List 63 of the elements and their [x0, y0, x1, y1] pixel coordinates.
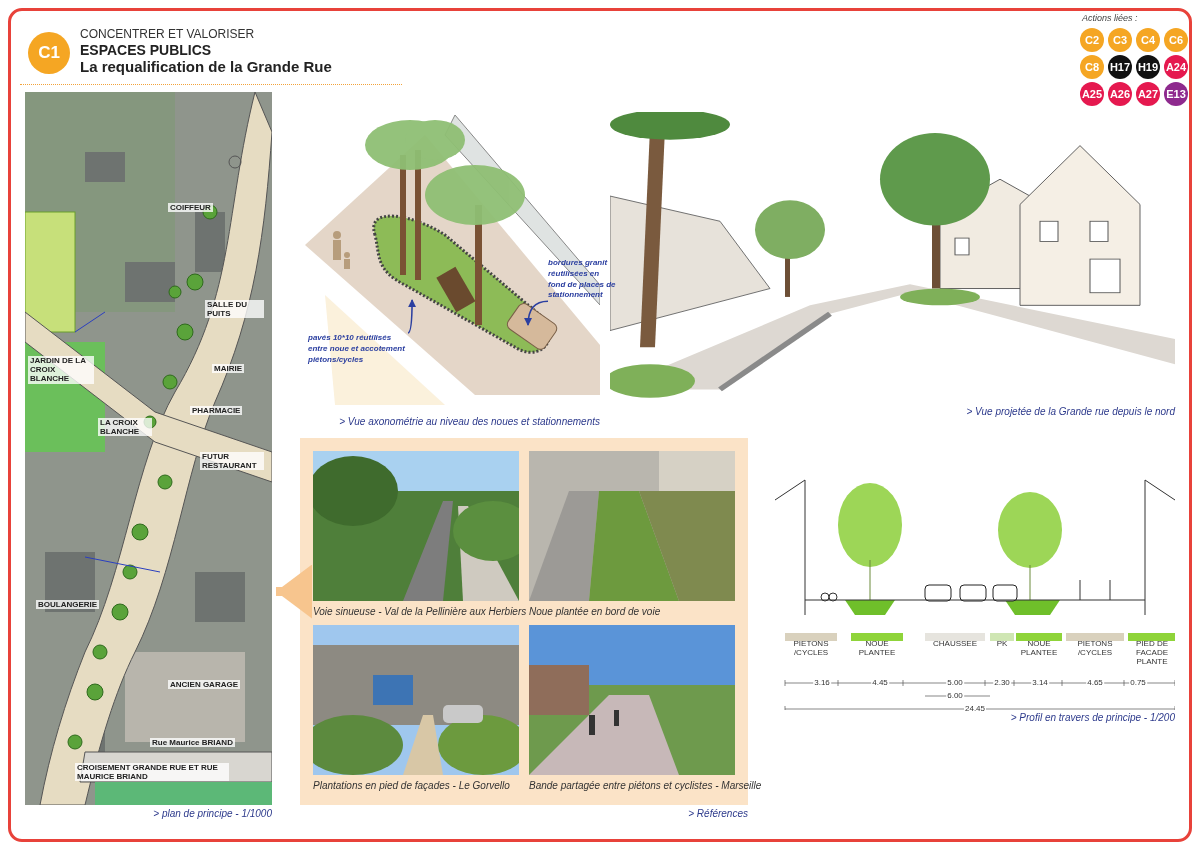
figure-caption: > Vue axonométrie au niveau des noues et stationnements — [339, 416, 600, 427]
map-label: JARDIN DE LA CROIX BLANCHE — [28, 356, 94, 384]
map-label: LA CROIX BLANCHE — [98, 418, 152, 437]
dimension-value: 24.45 — [964, 704, 986, 713]
profile-label: PIETONS /CYCLES — [792, 640, 830, 658]
reference-photo — [529, 451, 735, 601]
action-badge: E13 — [1164, 82, 1188, 106]
figure-caption: > plan de principe - 1/1000 — [153, 808, 272, 819]
dimension-value: 6.00 — [946, 691, 964, 700]
action-badge: A27 — [1136, 82, 1160, 106]
action-badge: A26 — [1108, 82, 1132, 106]
map-label: ANCIEN GARAGE — [168, 680, 240, 690]
action-badge: C3 — [1108, 28, 1132, 52]
profile-label: NOUE PLANTEE — [1019, 640, 1059, 658]
site-plan-drawing — [25, 92, 272, 805]
photo-caption: Plantations en pied de façades - Le Gorvello — [313, 780, 510, 791]
legend-heading: Actions liées : — [1082, 13, 1138, 23]
action-badge: C8 — [1080, 55, 1104, 79]
map-label: Rue Maurice BRIAND — [150, 738, 235, 748]
map-label: CROISEMENT GRANDE RUE ET RUE MAURICE BRIAND — [75, 763, 229, 782]
figure-caption: > Profil en travers de principe - 1/200 — [1010, 712, 1175, 723]
reference-photo — [313, 625, 519, 775]
section-heading: ESPACES PUBLICS — [80, 42, 212, 58]
profile-label: PK — [995, 640, 1009, 649]
pointer-arrow — [276, 564, 312, 619]
dimension-value: 2.30 — [993, 678, 1011, 687]
callout-text: bordures granit réutilisées en fond de places de stationnement — [548, 258, 616, 302]
action-badge: A25 — [1080, 82, 1104, 106]
photo-caption: Noue plantée en bord de voie — [529, 606, 661, 617]
action-badge: A24 — [1164, 55, 1188, 79]
dimension-value: 5.00 — [946, 678, 964, 687]
section-badge: C1 — [28, 32, 70, 74]
reference-photo — [529, 625, 735, 775]
profile-label: PIETONS /CYCLES — [1076, 640, 1114, 658]
figure-caption: > Références — [688, 808, 748, 819]
map-label: COIFFEUR — [168, 203, 213, 213]
map-label: SALLE DU PUITS — [205, 300, 264, 319]
map-label: MAIRIE — [212, 364, 244, 374]
map-label: BOULANGERIE — [36, 600, 100, 610]
action-badge: H19 — [1136, 55, 1160, 79]
dimension-value: 4.45 — [871, 678, 889, 687]
photo-caption: Bande partagée entre piétons et cyclistes - Marseille — [529, 780, 762, 791]
profile-label: CHAUSSEE — [932, 640, 978, 649]
dimension-value: 4.65 — [1086, 678, 1104, 687]
leader-arrow — [407, 299, 417, 334]
dimension-value: 3.16 — [813, 678, 831, 687]
dimension-value: 3.14 — [1031, 678, 1049, 687]
leader-arrow — [524, 300, 549, 326]
map-label: FUTUR RESTAURANT — [200, 452, 264, 471]
action-badge: C2 — [1080, 28, 1104, 52]
subtitle: CONCENTRER ET VALORISER — [80, 27, 255, 41]
figure-caption: > Vue projetée de la Grande rue depuis le nord — [966, 406, 1175, 417]
action-badge: H17 — [1108, 55, 1132, 79]
profile-label: NOUE PLANTEE — [857, 640, 897, 658]
callout-text: pavés 10*10 réutilisés entre noue et accotement piétons/cycles — [308, 333, 408, 366]
dimension-value: 0.75 — [1129, 678, 1147, 687]
profile-label: PIED DE FACADE PLANTE — [1135, 640, 1169, 667]
action-badge: C4 — [1136, 28, 1160, 52]
photo-caption: Voie sinueuse - Val de la Pellinière aux Herbiers — [313, 606, 527, 617]
action-badge: C6 — [1164, 28, 1188, 52]
map-label: PHARMACIE — [190, 406, 243, 416]
page-title: La requalification de la Grande Rue — [80, 58, 332, 75]
reference-photo — [313, 451, 519, 601]
